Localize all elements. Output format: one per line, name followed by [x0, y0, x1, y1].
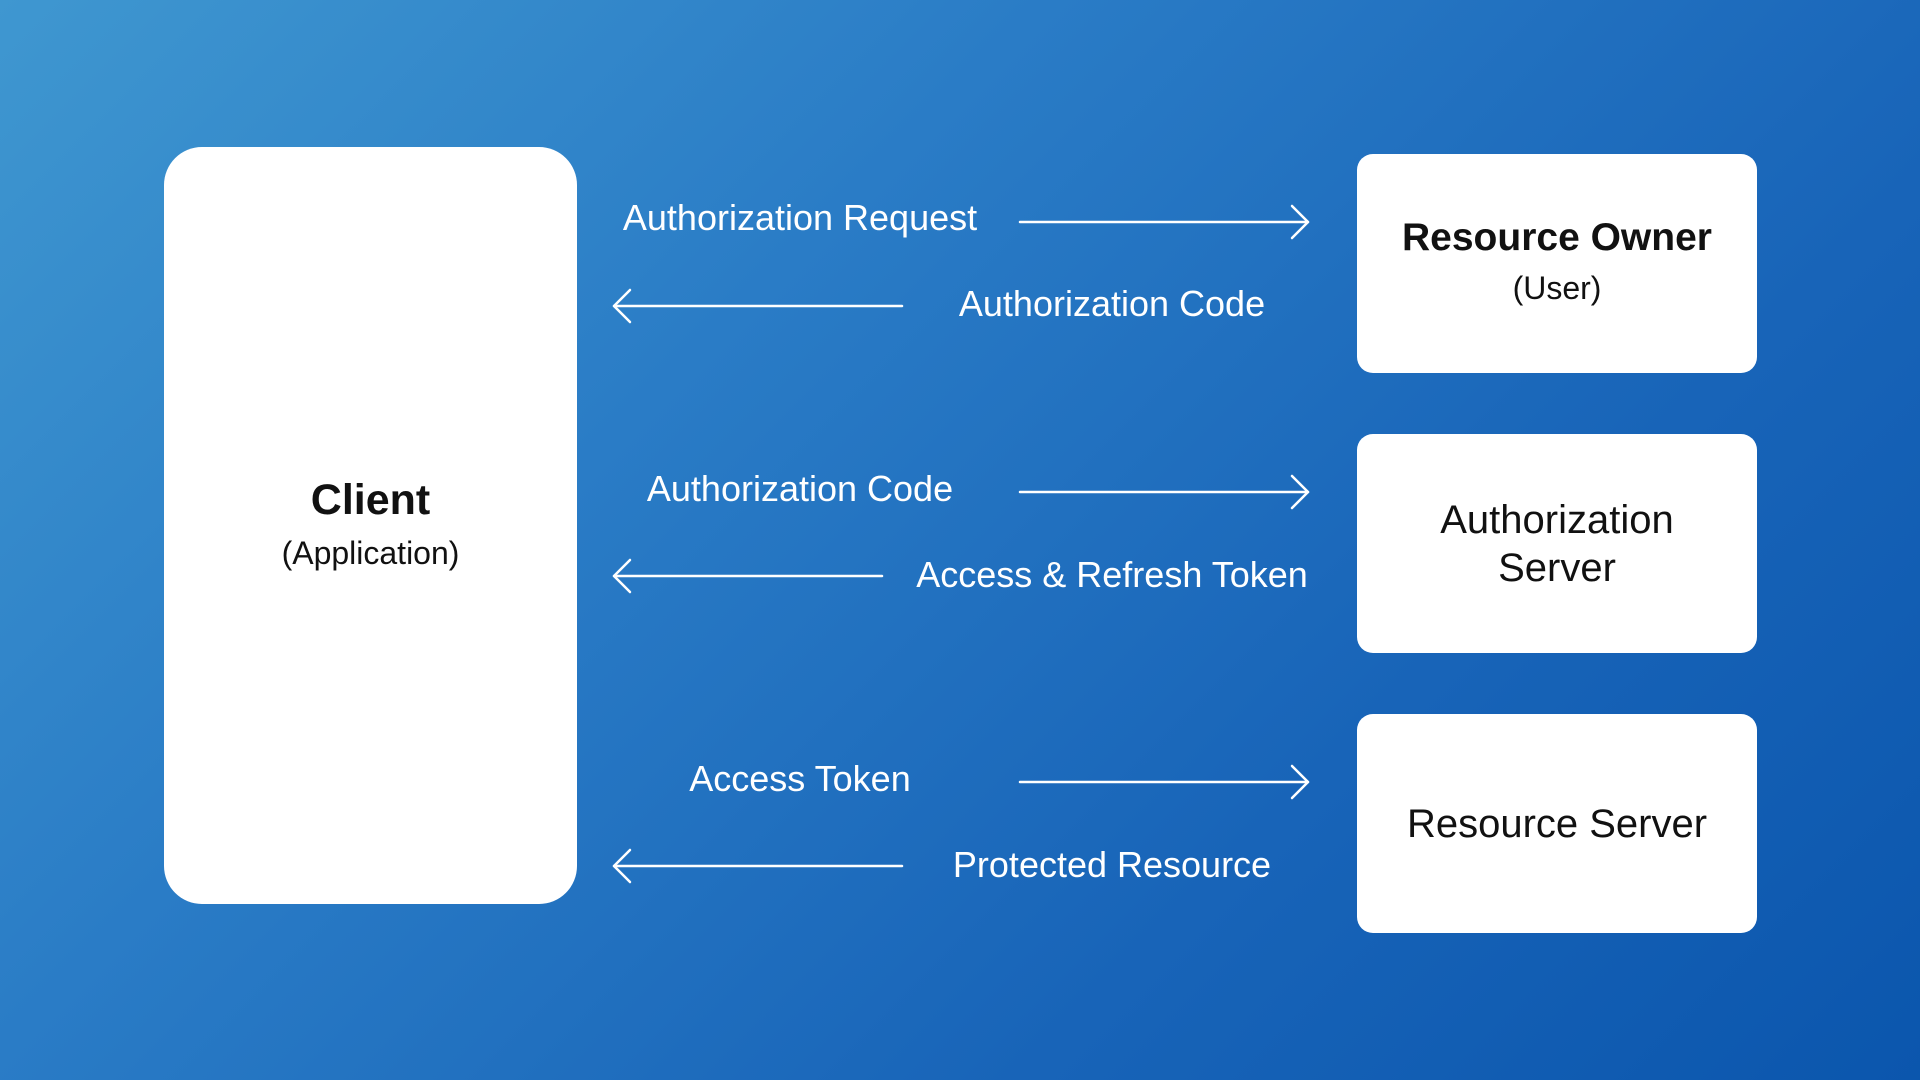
- arrow-left-access-refresh-token: [612, 558, 884, 594]
- arrow-left-protected-resource: [612, 848, 904, 884]
- arrow-right-authorization-request: [1018, 204, 1310, 240]
- flow-label-authorization-code-send: Authorization Code: [646, 468, 954, 509]
- arrow-right-access-token: [1018, 764, 1310, 800]
- flow-label-protected-resource: Protected Resource: [952, 844, 1272, 885]
- arrow-right-authorization-code: [1018, 474, 1310, 510]
- flow-label-authorization-request: Authorization Request: [622, 197, 978, 238]
- resource-owner-subtitle: (User): [1512, 270, 1602, 307]
- flow-label-access-refresh-token: Access & Refresh Token: [916, 554, 1308, 595]
- authorization-server-title: Authorization Server: [1440, 497, 1674, 590]
- resource-owner-box: Resource Owner (User): [1357, 154, 1757, 373]
- resource-server-title: Resource Server: [1406, 801, 1708, 846]
- resource-owner-title: Resource Owner: [1402, 216, 1712, 260]
- flow-label-access-token: Access Token: [689, 758, 911, 799]
- client-box: Client (Application): [164, 147, 577, 904]
- client-title: Client: [310, 476, 431, 525]
- resource-server-box: Resource Server: [1357, 714, 1757, 933]
- arrow-left-authorization-code: [612, 288, 904, 324]
- flow-label-authorization-code-return: Authorization Code: [958, 283, 1266, 324]
- client-subtitle: (Application): [281, 534, 460, 571]
- authorization-server-box: Authorization Server: [1357, 434, 1757, 653]
